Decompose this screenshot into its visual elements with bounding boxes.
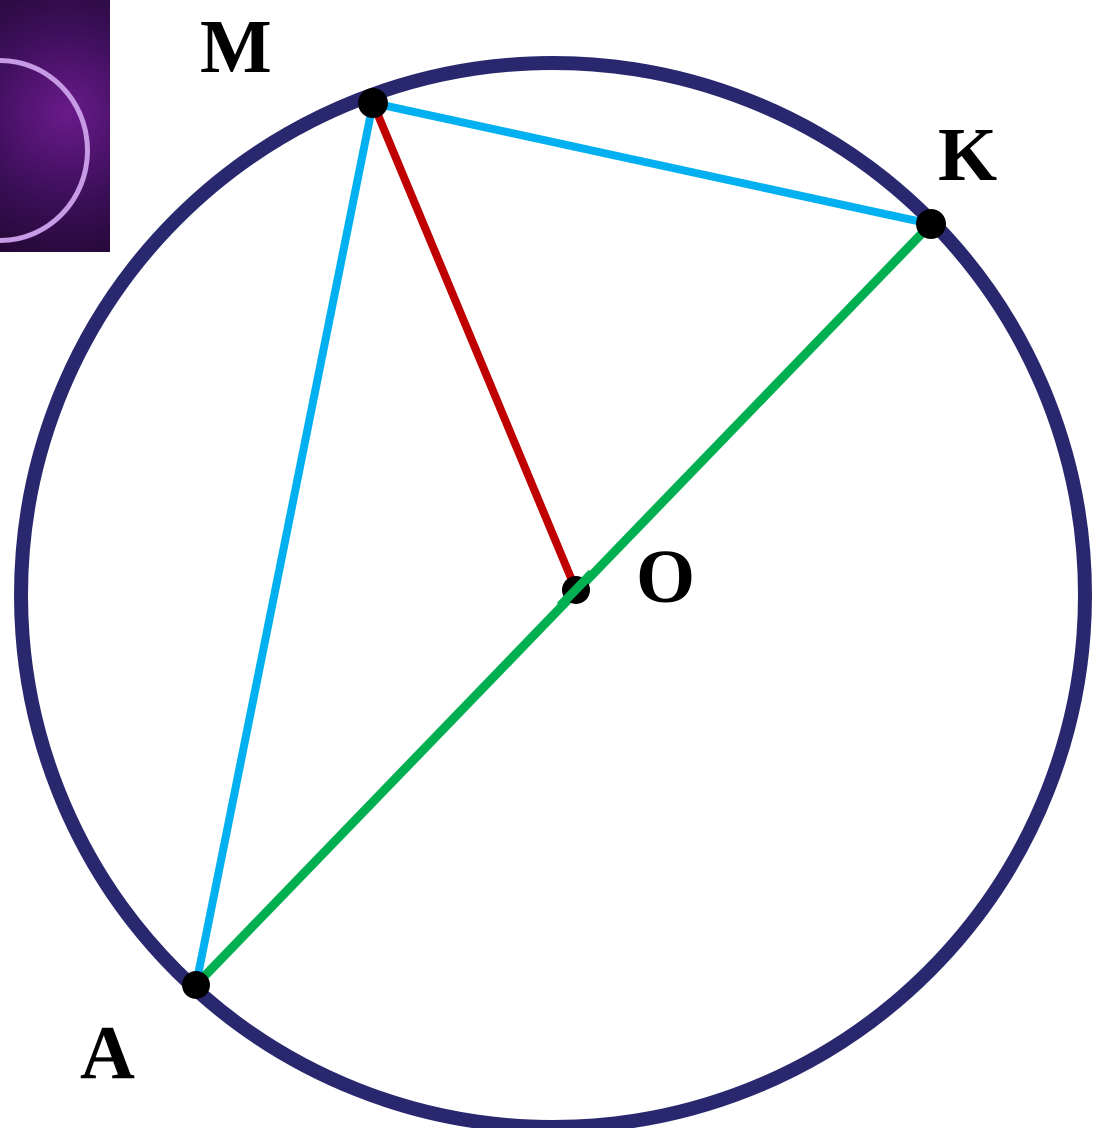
circle: [14, 56, 1092, 1128]
point-A: [182, 971, 210, 999]
label-K: K: [938, 113, 997, 197]
label-O: O: [636, 535, 695, 619]
radius-OM: [369, 101, 580, 592]
chord-MA: [192, 102, 377, 986]
label-M: M: [200, 5, 272, 89]
point-K: [916, 209, 946, 239]
label-A: A: [80, 1011, 135, 1095]
decorative-thumbnail: [0, 0, 110, 252]
point-M: [358, 88, 388, 118]
chord-MK: [372, 99, 932, 228]
diameter-AK-overlay: [556, 569, 596, 610]
